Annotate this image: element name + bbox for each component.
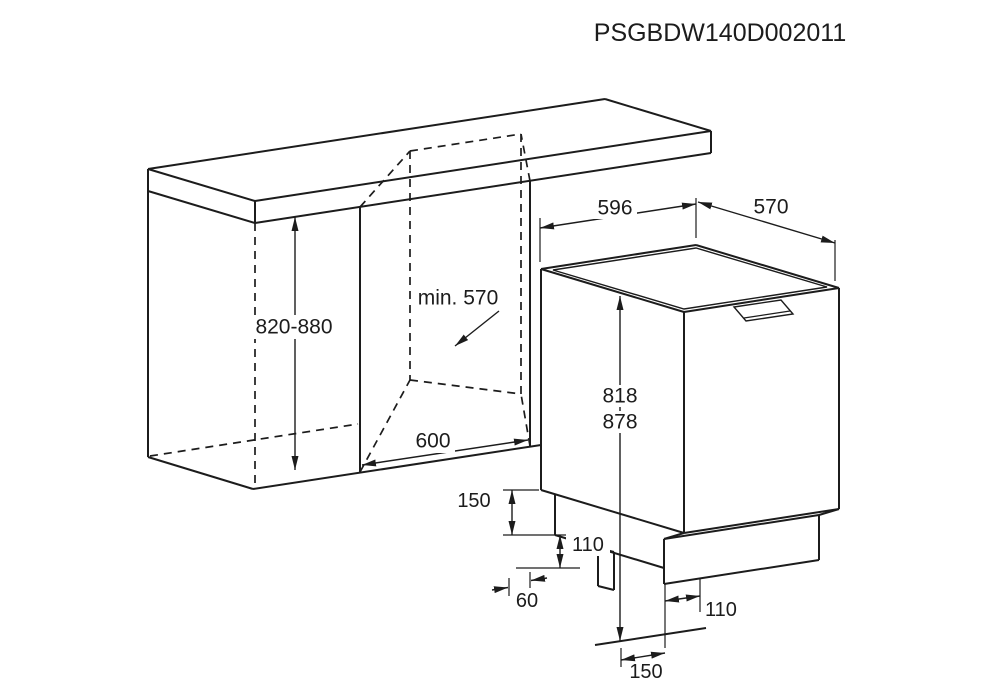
- dim-label-appliance-width: 596: [597, 197, 632, 220]
- label-bg: [249, 315, 339, 339]
- dimension-arrow: [491, 586, 509, 594]
- dimension-line: [664, 594, 701, 603]
- object-line: [147, 190, 256, 224]
- object-line: [252, 444, 542, 490]
- object-line: [540, 244, 697, 270]
- label-bg: [598, 385, 642, 407]
- hidden-line: [409, 133, 522, 152]
- object-line: [540, 268, 685, 313]
- object-line: [683, 508, 840, 534]
- drawing-code: PSGBDW140D002011: [594, 19, 846, 47]
- dishwasher-outline: [540, 244, 840, 646]
- dimension-line: [620, 651, 666, 662]
- dim-label-plinth-adjust: 60: [516, 590, 538, 612]
- plinth-line: [663, 559, 820, 585]
- foot-line: [597, 585, 615, 591]
- label-bg: [593, 197, 637, 219]
- hidden-line: [520, 133, 531, 182]
- object-line: [254, 130, 712, 202]
- object-line: [147, 98, 606, 170]
- dim-label-plinth-left-height: 110: [572, 534, 604, 556]
- hidden-line: [409, 379, 522, 395]
- dim-plinth-left-height: [516, 535, 580, 569]
- label-bg: [598, 411, 642, 433]
- dim-plinth-left-range: [503, 489, 578, 536]
- dim-label-appliance-depth: 570: [753, 196, 788, 219]
- handle-recess: [732, 299, 795, 322]
- object-line: [695, 244, 840, 289]
- dim-niche-depth: [454, 310, 500, 347]
- dim-plinth-front-range: [620, 648, 666, 667]
- dim-label-plinth-front-range: 150: [629, 661, 662, 683]
- object-line: [147, 456, 254, 490]
- dim-label-plinth-front-depth: 110: [705, 599, 737, 621]
- hidden-line: [520, 393, 531, 447]
- counter-cabinet-outline: [147, 98, 712, 490]
- dimension-arrow: [530, 574, 548, 582]
- object-line: [540, 489, 685, 534]
- dim-label-appliance-height-max: 878: [602, 411, 637, 434]
- floor-line: [594, 627, 707, 646]
- handle-recess-inner: [743, 310, 791, 319]
- dim-label-cabinet-height: 820-880: [255, 316, 332, 339]
- hidden-line: [149, 423, 359, 457]
- object-line: [254, 152, 712, 224]
- label-bg: [566, 534, 610, 556]
- dim-plinth-front-depth: [664, 578, 701, 648]
- dim-label-niche-width: 600: [415, 430, 450, 453]
- dim-appliance-depth: [697, 201, 836, 281]
- dimension-arrow: [454, 310, 500, 347]
- plinth-line: [663, 514, 820, 540]
- object-line: [604, 98, 712, 132]
- object-line: [683, 287, 840, 313]
- dim-label-plinth-left-range: 150: [457, 490, 490, 512]
- dim-plinth-adjust: [491, 572, 548, 596]
- dimension-line: [697, 201, 836, 244]
- label-bg: [411, 430, 455, 453]
- plinth-line: [818, 508, 840, 516]
- hidden-line: [359, 150, 411, 208]
- dim-label-niche-depth: min. 570: [418, 287, 499, 310]
- worktop-rim: [552, 247, 828, 310]
- dim-label-appliance-height-min: 818: [602, 385, 637, 408]
- object-line: [147, 168, 256, 202]
